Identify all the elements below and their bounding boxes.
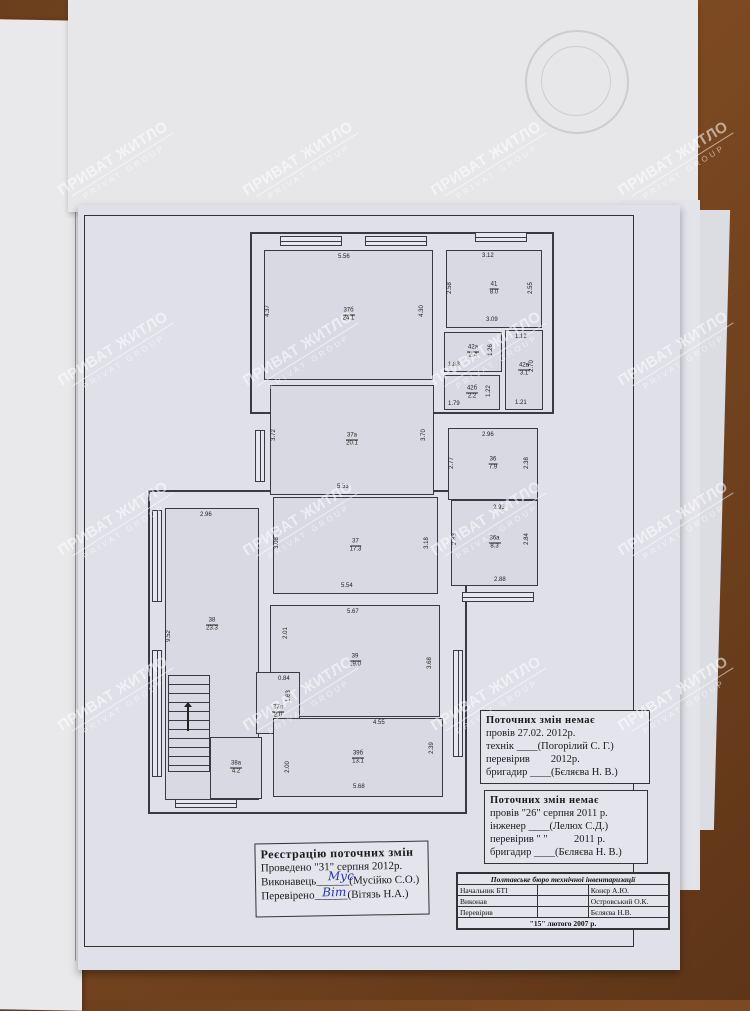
window	[280, 236, 342, 246]
dimension: 3.70	[420, 429, 427, 441]
note-title: Поточних змін немає	[486, 715, 596, 726]
window	[255, 430, 265, 482]
staircase	[168, 675, 210, 772]
window	[152, 510, 162, 602]
dimension: 2.55	[527, 282, 534, 294]
signature-ink: Мус	[327, 868, 355, 884]
registry-of-changes: Реєстрацію поточних змін Проведено "31" …	[254, 840, 430, 918]
stair-arrow-icon	[184, 702, 191, 731]
note-line: провів 27.02. 2012р.	[486, 728, 576, 739]
dimension: 4.55	[373, 720, 385, 726]
dimension: 1.26	[487, 344, 494, 356]
dimension: 5.54	[341, 583, 353, 589]
note-no-changes-2011: Поточних змін немає провів "26" серпня 2…	[484, 790, 648, 864]
dimension: 3.68	[426, 657, 433, 669]
note-line: інженер ____(Лелюх С.Д.)	[490, 821, 609, 832]
dimension: 2.96	[482, 432, 494, 438]
note-line: провів "26" серпня 2011 р.	[490, 808, 608, 819]
window	[152, 650, 162, 777]
dimension: 1.88	[448, 362, 460, 368]
dimension: 3.12	[482, 253, 494, 259]
dimension: 9.52	[165, 630, 172, 642]
window	[475, 232, 527, 242]
note-line: перевірив " " 2011 р.	[490, 834, 606, 845]
role-cell: Начальник БТІ	[456, 884, 539, 896]
drawing-frame	[84, 215, 634, 947]
signature-cell	[537, 884, 589, 896]
signature-cell	[537, 895, 589, 907]
name-cell: Островський О.К.	[587, 895, 670, 907]
dimension: 2.70	[528, 360, 535, 372]
note-title: Поточних змін немає	[490, 795, 600, 806]
dimension: 1.22	[485, 385, 492, 397]
dimension: 5.67	[347, 609, 359, 615]
dimension: 2.77	[448, 457, 455, 469]
window	[453, 650, 463, 757]
dimension: 2.39	[428, 742, 435, 754]
note-no-changes-2012: Поточних змін немає провів 27.02. 2012р.…	[480, 710, 650, 784]
role-cell: Перевірив	[456, 906, 539, 918]
dimension: 0.84	[278, 676, 290, 682]
role-cell: Виконав	[456, 895, 539, 907]
window	[462, 592, 534, 602]
dimension: 1.12	[515, 334, 527, 340]
faded-stamp-icon	[525, 30, 629, 134]
dimension: 4.30	[418, 305, 425, 317]
dimension: 3.72	[270, 429, 277, 441]
note-line: бригадир ____(Бєляєва Н. В.)	[490, 847, 622, 858]
dimension: 1.21	[515, 400, 527, 406]
note-line: технік ____(Погорілий С. Г.)	[486, 741, 614, 752]
dimension: 4.37	[264, 305, 271, 317]
dimension: 2.01	[282, 627, 289, 639]
dimension: 2.00	[284, 761, 291, 773]
signature-cell	[537, 906, 589, 918]
dimension: 3.09	[486, 317, 498, 323]
note-line: перевірив 2012р.	[486, 754, 580, 765]
dimension: 2.38	[523, 457, 530, 469]
window	[365, 236, 427, 246]
dimension: 2.88	[494, 577, 506, 583]
dimension: 5.53	[337, 484, 349, 490]
dimension: 3.08	[273, 537, 280, 549]
note-line: бригадир ____(Бєляєва Н. В.)	[486, 767, 618, 778]
dimension: 2.83	[451, 533, 458, 545]
dimension: 1.63	[285, 690, 292, 702]
dimension: 5.68	[353, 784, 365, 790]
dimension: 2.96	[200, 512, 212, 518]
name-cell: Бєляєва Н.В.	[587, 906, 670, 918]
title-block: Полтавське бюро технічної інвентаризації…	[456, 872, 670, 930]
dimension: 5.56	[338, 254, 350, 260]
dimension: 2.84	[523, 533, 530, 545]
name-cell: Конєр А.Ю.	[587, 884, 670, 896]
signature-ink: Віт	[322, 884, 347, 900]
dimension: 1.79	[448, 401, 460, 407]
bureau-name: Полтавське бюро технічної інвентаризації	[457, 873, 669, 885]
dimension: 2.58	[446, 282, 453, 294]
dimension: 2.93	[493, 505, 505, 511]
dimension: 3.18	[423, 537, 430, 549]
document-date: "15" лютого 2007 р.	[457, 917, 669, 929]
